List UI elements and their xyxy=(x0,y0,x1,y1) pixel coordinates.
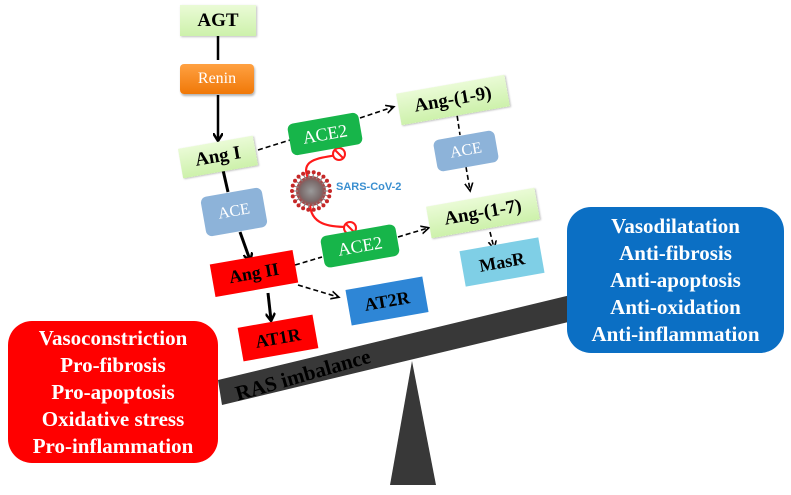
arrow-ang1-ace xyxy=(221,169,230,193)
virus-inhibit-line-top xyxy=(305,153,339,179)
effect-item: Anti-inflammation xyxy=(591,321,760,346)
effect-item: Vasodilatation xyxy=(611,213,740,238)
virus-spike-tip xyxy=(306,170,311,175)
virus-spike-tip xyxy=(327,183,332,188)
virus-spike-tip xyxy=(324,178,329,183)
virus-spike-tip xyxy=(321,174,326,179)
effect-item: Anti-fibrosis xyxy=(619,240,732,265)
virus-spike-tip xyxy=(316,206,321,211)
virus-spike-tip xyxy=(293,199,298,204)
left-effects-panel: Vasoconstriction Pro-fibrosis Pro-apopto… xyxy=(8,321,218,463)
virus-spike-tip xyxy=(296,174,301,179)
virus-spike-tip xyxy=(290,183,295,188)
prohibited-icon xyxy=(332,147,346,161)
arrow-ace-ang2 xyxy=(238,231,250,260)
virus-spike-tip xyxy=(324,199,329,204)
virus-spike-tip xyxy=(301,206,306,211)
virus-spike-tip xyxy=(311,170,316,175)
scale-fulcrum xyxy=(390,361,436,485)
effect-item: Anti-oxidation xyxy=(610,294,741,319)
scale-beam xyxy=(218,286,610,405)
virus-spike-tip xyxy=(290,194,295,199)
virus-spike-tip xyxy=(293,178,298,183)
arrow-ace2-ang19 xyxy=(359,107,393,119)
effect-item: Vasoconstriction xyxy=(38,325,188,350)
arrow-ang2-at2r xyxy=(297,284,338,297)
virus-label: SARS-CoV-2 xyxy=(336,181,402,193)
virus-spike-tip xyxy=(327,194,332,199)
node-agt: AGT xyxy=(180,5,256,36)
effect-item: Oxidative stress xyxy=(41,406,185,431)
coronavirus-icon xyxy=(290,170,332,212)
arrow-ace-ang17 xyxy=(466,166,470,190)
arrow-ang2-at1r xyxy=(268,292,271,320)
effect-item: Pro-inflammation xyxy=(32,433,194,458)
arrow-ace2-ang17 xyxy=(397,228,428,238)
effect-item: Pro-fibrosis xyxy=(60,352,166,377)
effect-item: Pro-apoptosis xyxy=(51,379,175,404)
virus-spike-tip xyxy=(311,207,316,212)
virus-spike-tip xyxy=(290,189,294,193)
virus-spike-tip xyxy=(306,207,311,212)
arrow-ang2-ace2 xyxy=(294,256,323,266)
virus-spike-tip xyxy=(296,203,301,208)
virus-spike-tip xyxy=(321,203,326,208)
virus-inhibit-line-bottom xyxy=(308,202,349,229)
arrow-ang1-ace2 xyxy=(257,139,291,151)
effect-item: Anti-apoptosis xyxy=(610,267,741,292)
virus-spike-tip xyxy=(328,189,332,193)
right-effects-panel: Vasodilatation Anti-fibrosis Anti-apopto… xyxy=(567,207,784,353)
virus-spike-tip xyxy=(316,171,321,176)
arrow-ang17-masr xyxy=(490,231,494,248)
enzyme-renin: Renin xyxy=(180,64,254,94)
virus-spike-tip xyxy=(301,171,306,176)
